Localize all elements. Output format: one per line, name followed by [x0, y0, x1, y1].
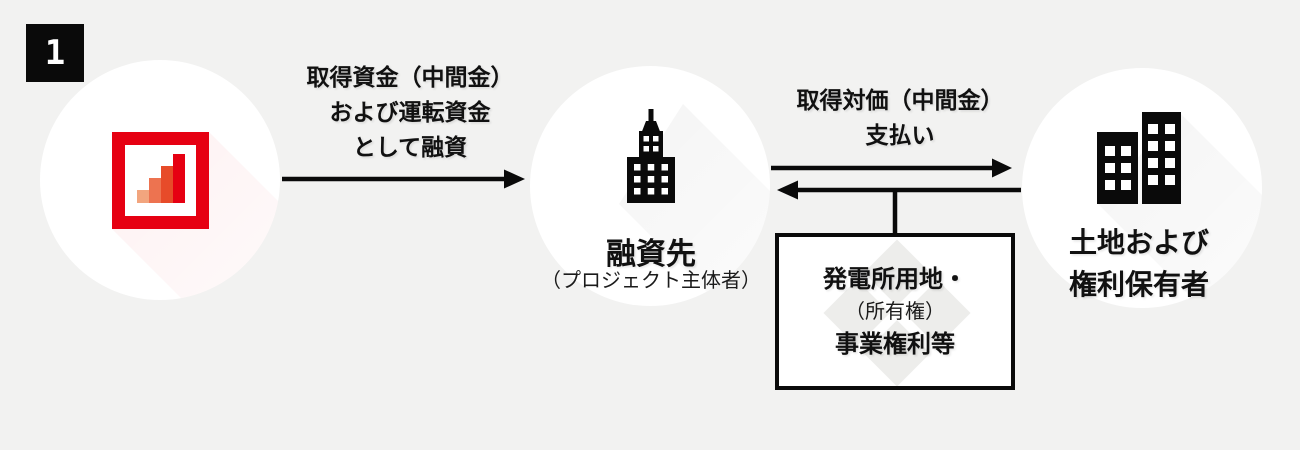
office-tower-icon	[627, 109, 675, 203]
transfer-box-line1: 発電所用地・	[823, 265, 967, 293]
loan-flow-line2: および運転資金	[329, 99, 491, 125]
step-number-badge: 1	[26, 24, 84, 82]
rights-holder-title-line1: 土地および	[1068, 227, 1209, 258]
rights-holder-title-line2: 権利保有者	[1068, 269, 1209, 300]
payment-flow-line2: 支払い	[865, 122, 935, 148]
loan-flow-label: 取得資金（中間金） および運転資金 として融資	[280, 60, 540, 165]
loan-flow-line3: として融資	[352, 134, 468, 160]
transfer-box-line3: 事業権利等	[835, 330, 955, 358]
loan-flow-line1: 取得資金（中間金）	[306, 64, 514, 90]
borrower-title: 融資先	[606, 238, 696, 271]
rights-holder-title: 土地および 権利保有者	[1019, 222, 1259, 306]
transfer-rights-box: 発電所用地・ （所有権） 事業権利等	[775, 233, 1015, 390]
logo-bar-1	[137, 190, 149, 203]
transfer-arrow-left	[777, 180, 1021, 200]
logo-bar-3	[161, 166, 173, 203]
lender-circle	[40, 60, 280, 300]
transfer-box-line2: （所有権）	[845, 300, 945, 323]
payment-flow-label: 取得対価（中間金） 支払い	[780, 83, 1020, 153]
payment-arrow-right	[771, 158, 1012, 178]
bar-chart-logo-icon	[112, 132, 209, 229]
logo-bar-4	[173, 154, 185, 203]
payment-flow-line1: 取得対価（中間金）	[796, 87, 1004, 113]
borrower-subtitle: （プロジェクト主体者）	[541, 270, 761, 292]
twin-buildings-icon	[1097, 112, 1181, 204]
loan-arrow-right	[282, 169, 525, 189]
logo-bars	[137, 154, 185, 203]
logo-bar-2	[149, 178, 161, 203]
